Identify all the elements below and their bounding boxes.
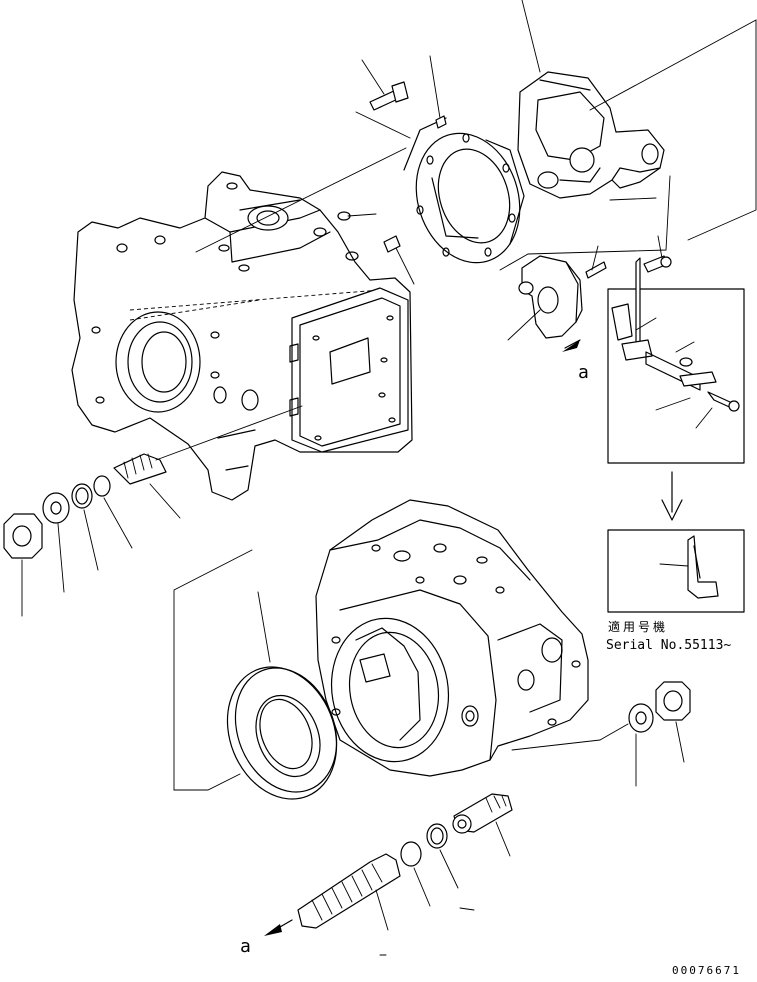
feedback-lever-subassembly [607,257,745,464]
leader-lines [21,0,757,956]
applicable-models-label: 適用号機 [608,619,668,634]
replacement-part-inset [607,471,745,613]
right-fittings [628,681,691,733]
lower-pump-housing [315,499,589,777]
servo-block [518,255,583,352]
lower-fittings [264,793,513,936]
serial-number-label: Serial No.55113~ [606,638,731,653]
drawing-number: 00076671 [672,964,741,977]
upper-small-parts [337,81,672,279]
callout-a-lower: a [240,936,251,957]
valve-plate [226,666,338,800]
left-fittings [3,453,167,559]
swash-plate [517,71,665,199]
upper-pump-housing [71,171,413,501]
flange-ring [403,117,525,264]
callout-a-upper: a [578,362,589,383]
